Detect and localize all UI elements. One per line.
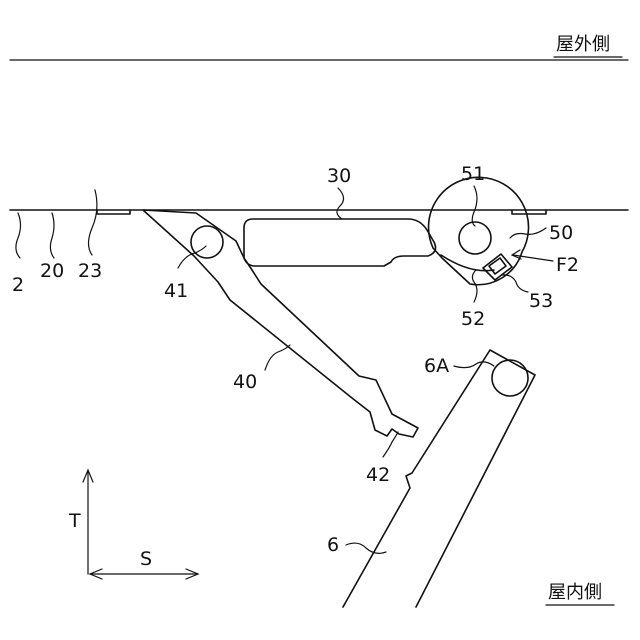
label-50: 50 [549,222,573,244]
label-40: 40 [233,371,257,393]
leader-53 [502,275,528,292]
leader-51 [472,186,477,226]
label-41: 41 [164,280,188,302]
label-52: 52 [461,308,485,330]
label-t-axis: T [68,510,81,532]
leader-6A [454,362,494,368]
member-52-curve [441,255,494,271]
label-53: 53 [529,290,553,312]
label-6A: 6A [424,355,449,377]
outdoor-side-label: 屋外側 [556,34,610,55]
leader-23 [89,190,97,255]
stopper-53 [483,254,512,280]
label-6: 6 [327,534,339,556]
pin-51 [459,222,491,254]
link-40 [143,210,418,437]
pin-6A [492,360,528,396]
label-51: 51 [461,163,485,185]
label-42: 42 [366,464,390,486]
label-23: 23 [78,260,102,282]
rotor-50 [429,177,529,284]
member-30 [244,219,436,266]
leader-2 [16,213,21,258]
label-s-axis: S [140,548,152,570]
leader-30 [337,188,344,219]
label-20: 20 [40,260,64,282]
label-F2: F2 [556,254,579,276]
label-30: 30 [327,165,351,187]
label-2: 2 [12,274,24,296]
leader-52 [472,270,477,302]
indoor-side-label: 屋内側 [548,582,602,603]
leader-40 [265,345,290,370]
leader-6 [346,543,386,553]
leader-20 [50,213,54,258]
